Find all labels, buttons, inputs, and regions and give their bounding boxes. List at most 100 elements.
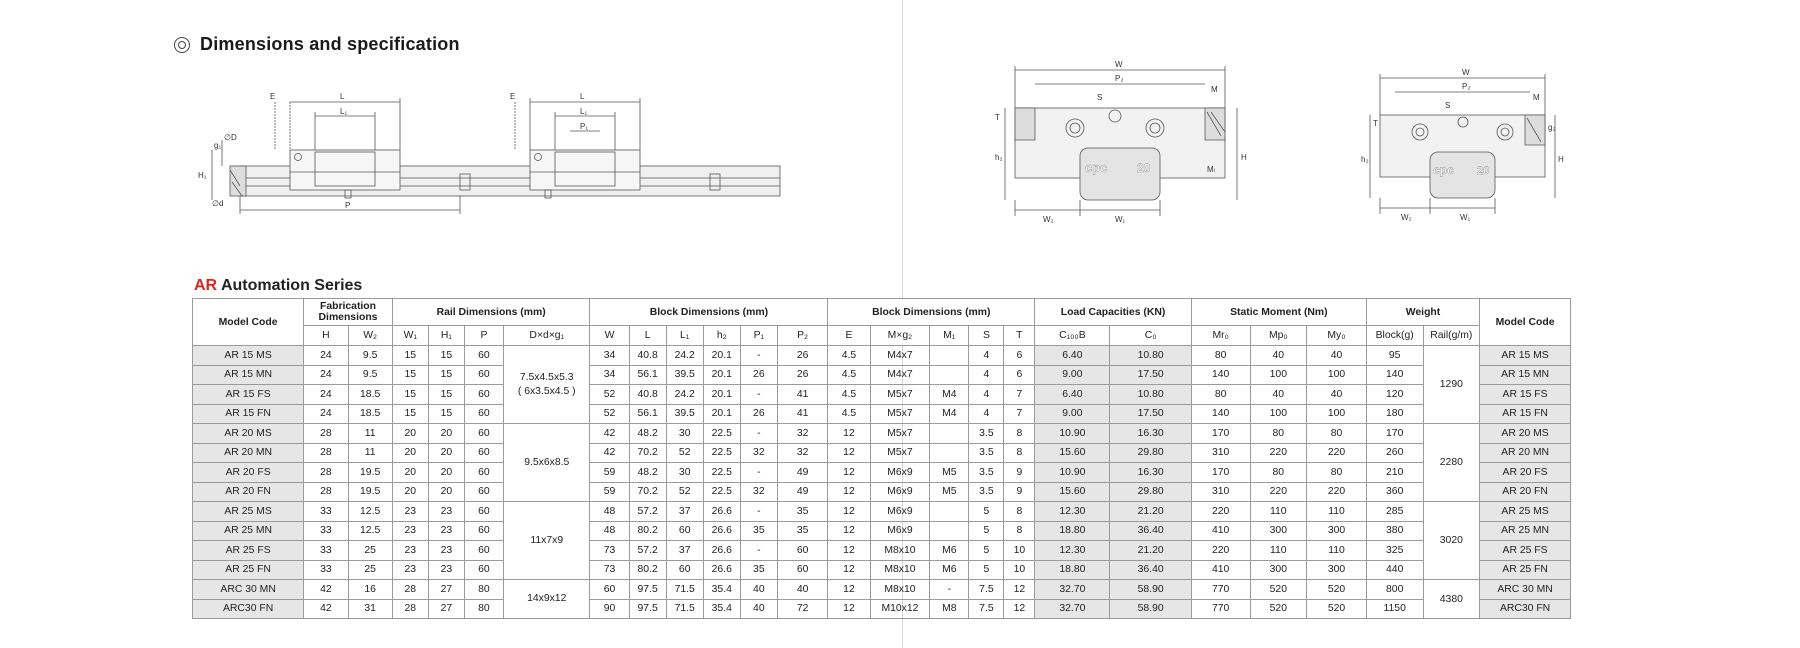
table-cell: 4	[968, 384, 1005, 405]
table-cell: 12	[827, 540, 871, 561]
table-cell	[929, 423, 970, 444]
table-cell: 52	[665, 481, 704, 502]
table-cell: 80	[463, 579, 504, 600]
sub-header-cell: Mp₀	[1249, 325, 1308, 346]
table-cell: 29.80	[1109, 481, 1192, 502]
table-cell: 4.5	[827, 345, 871, 366]
table-cell: 71.5	[665, 579, 704, 600]
table-cell: AR 15 MS	[191, 345, 305, 366]
table-cell: 10.80	[1109, 345, 1192, 366]
table-cell: 20.1	[702, 364, 741, 385]
table-cell: 18.80	[1034, 559, 1111, 580]
table-cell: 20.1	[702, 403, 741, 424]
rail-weight-cell: 3020	[1422, 501, 1481, 580]
th-block-dimensions: Block Dimensions (mm)	[589, 298, 829, 326]
table-cell: 17.50	[1109, 403, 1192, 424]
table-cell: 26.6	[702, 540, 741, 561]
table-cell: 300	[1306, 520, 1367, 541]
table-cell: 110	[1306, 501, 1367, 522]
table-cell: M5x7	[869, 442, 931, 463]
table-cell: AR 15 FS	[191, 384, 305, 405]
table-cell: 100	[1249, 364, 1308, 385]
table-cell: 7.5	[968, 579, 1005, 600]
fv2-block-size: 20	[1477, 165, 1489, 177]
table-cell: 39.5	[665, 403, 704, 424]
th-model-code-right: Model Code	[1479, 298, 1571, 346]
table-cell: AR 25 FS	[1479, 540, 1571, 561]
th-static-moment: Static Moment (Nm)	[1190, 298, 1367, 326]
rail-weight-cell: 1290	[1422, 345, 1481, 424]
table-cell: 20	[391, 423, 429, 444]
table-cell: 58.90	[1109, 579, 1192, 600]
dim-label-small-d: ∅d	[212, 199, 223, 208]
table-cell: 39.5	[665, 364, 704, 385]
fv1-label-w: W	[1115, 60, 1123, 69]
fv1-label-p2: P₂	[1115, 74, 1123, 83]
th-fabrication: Fabrication Dimensions	[303, 298, 393, 326]
table-cell: 60	[463, 442, 504, 463]
fv1-label-m: M	[1211, 85, 1218, 94]
section-title: Dimensions and specification	[200, 34, 460, 54]
table-cell: 57.2	[628, 501, 667, 522]
table-cell: 15	[391, 364, 429, 385]
table-cell: 40	[739, 579, 778, 600]
table-cell: 20	[391, 462, 429, 483]
sub-header-cell: W₂	[347, 325, 393, 346]
table-cell: 19.5	[347, 462, 393, 483]
table-cell: 110	[1306, 540, 1367, 561]
table-cell: -	[739, 462, 778, 483]
table-cell: 32	[776, 442, 829, 463]
table-cell: AR 25 MS	[191, 501, 305, 522]
fv1-label-w2: W₂	[1043, 215, 1054, 224]
table-cell: 52	[589, 403, 630, 424]
table-cell: 28	[391, 579, 429, 600]
table-cell: 80.2	[628, 520, 667, 541]
table-cell: 57.2	[628, 540, 667, 561]
table-cell: 48	[589, 520, 630, 541]
dxdxg1-line: ( 6x3.5x4.5 )	[517, 385, 576, 397]
table-cell: AR 25 FS	[191, 540, 305, 561]
table-cell: 60	[665, 520, 704, 541]
th-load-capacities: Load Capacities (KN)	[1034, 298, 1192, 326]
table-cell: 24	[303, 403, 349, 424]
table-cell: 12	[1003, 579, 1036, 600]
table-cell: 49	[776, 462, 829, 483]
table-cell: 110	[1249, 540, 1308, 561]
table-cell: 12	[827, 442, 871, 463]
table-cell: 80	[1306, 462, 1367, 483]
table-cell: 59	[589, 462, 630, 483]
table-cell: 100	[1306, 403, 1367, 424]
table-cell: 5	[968, 501, 1005, 522]
fv2-label-p2: P₂	[1462, 82, 1470, 91]
table-cell: 20	[427, 462, 465, 483]
table-cell: 9	[1003, 481, 1036, 502]
table-cell: 170	[1190, 462, 1251, 483]
table-cell: 33	[303, 501, 349, 522]
table-cell: AR 15 MN	[191, 364, 305, 385]
table-cell: 410	[1190, 559, 1251, 580]
table-cell: 800	[1365, 579, 1424, 600]
table-cell: 22.5	[702, 481, 741, 502]
table-cell: 220	[1249, 442, 1308, 463]
table-cell: 260	[1365, 442, 1424, 463]
table-cell: 33	[303, 559, 349, 580]
table-cell: 21.20	[1109, 501, 1192, 522]
table-cell: 300	[1249, 520, 1308, 541]
table-cell: 12	[1003, 598, 1036, 619]
table-cell: ARC30 FN	[1479, 598, 1571, 619]
dim-label-l: L	[340, 92, 345, 101]
table-cell: 60	[665, 559, 704, 580]
dim-label-big-d: ∅D	[224, 133, 237, 142]
table-cell: -	[739, 423, 778, 444]
table-cell: 23	[427, 559, 465, 580]
sub-header-cell: C₁₀₀B	[1034, 325, 1111, 346]
table-cell: 48.2	[628, 462, 667, 483]
table-cell: 5	[968, 520, 1005, 541]
table-cell: M6x9	[869, 462, 931, 483]
table-cell: 42	[589, 442, 630, 463]
dim-label-l2: L	[580, 92, 585, 101]
sub-header-cell: P₂	[776, 325, 829, 346]
